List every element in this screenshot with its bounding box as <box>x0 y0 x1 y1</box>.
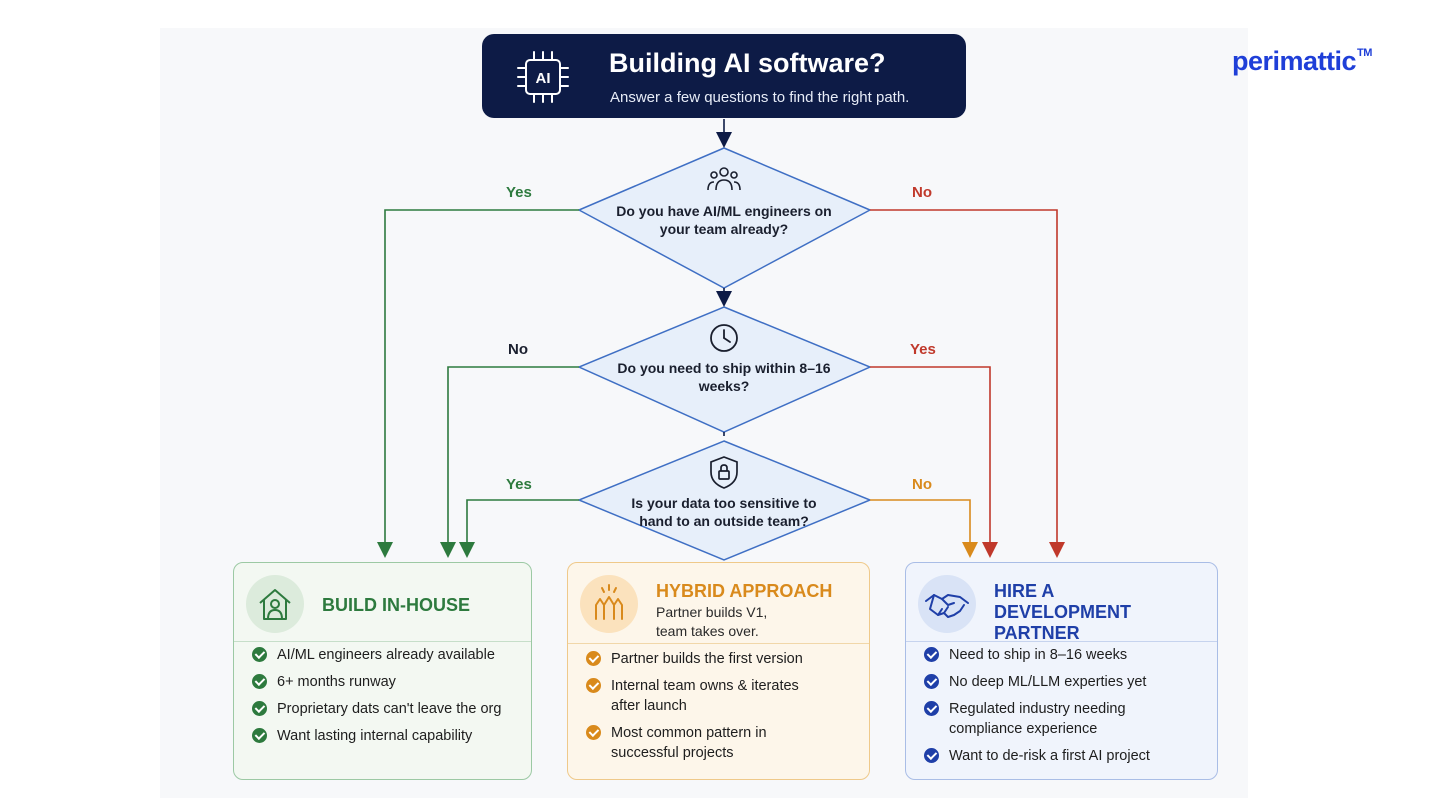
list-item: Proprietary dats can't leave the org <box>252 699 501 719</box>
check-icon <box>924 748 939 763</box>
shield-lock-icon <box>710 456 738 489</box>
check-icon <box>252 728 267 743</box>
connector-q3-yes <box>459 499 579 558</box>
hire-partner-card: HIRE A DEVELOPMENT PARTNER Need to ship … <box>905 562 1218 780</box>
hybrid-title: HYBRID APPROACH <box>656 581 833 601</box>
check-icon <box>586 678 601 693</box>
header-box: AI Building AI software? Answer a few qu… <box>482 34 966 118</box>
check-icon <box>252 674 267 689</box>
build-in-house-card: BUILD IN-HOUSE AI/ML engineers already a… <box>233 562 532 780</box>
list-item: Internal team owns & iterates after laun… <box>586 676 816 716</box>
question-1-text: Do you have AI/ML engineers on your team… <box>616 203 832 237</box>
partner-title-line2: DEVELOPMENT PARTNER <box>994 602 1132 643</box>
check-icon <box>586 725 601 740</box>
hybrid-bullets: Partner builds the first version Interna… <box>586 649 816 770</box>
clock-icon <box>710 324 738 352</box>
check-icon <box>252 647 267 662</box>
check-icon <box>252 701 267 716</box>
ai-chip-icon: AI <box>517 51 569 103</box>
check-icon <box>924 647 939 662</box>
connector-q3-no <box>870 499 978 558</box>
hybrid-subtitle-line2: team takes over. <box>656 623 759 639</box>
q2-yes-label: Yes <box>910 341 936 358</box>
brand-logo: perimatticTM <box>1232 46 1372 76</box>
list-item: Want lasting internal capability <box>252 726 501 746</box>
handshake-icon <box>925 594 969 618</box>
list-item: Need to ship in 8–16 weeks <box>924 645 1164 665</box>
team-icon <box>707 167 741 191</box>
list-item: 6+ months runway <box>252 672 501 692</box>
q1-yes-label: Yes <box>506 184 532 201</box>
check-icon <box>924 674 939 689</box>
q2-no-label: No <box>508 341 528 358</box>
question-3-text: Is your data too sensitive to hand to an… <box>631 495 817 529</box>
connector-q1-no <box>870 209 1065 558</box>
check-icon <box>586 651 601 666</box>
house-person-icon <box>259 589 291 620</box>
connector-q2-no <box>440 366 579 558</box>
list-item: Want to de-risk a first AI project <box>924 746 1164 766</box>
list-item: Regulated industry needing compliance ex… <box>924 699 1164 739</box>
question-2-text: Do you need to ship within 8–16 weeks? <box>617 360 831 394</box>
q3-no-label: No <box>912 476 932 493</box>
in-house-title: BUILD IN-HOUSE <box>322 595 470 615</box>
page-title: Building AI software? <box>609 48 886 78</box>
partner-bullets: Need to ship in 8–16 weeks No deep ML/LL… <box>924 645 1164 773</box>
list-item: No deep ML/LLM experties yet <box>924 672 1164 692</box>
svg-text:AI: AI <box>536 70 551 87</box>
q1-no-label: No <box>912 184 932 201</box>
list-item: Partner builds the first version <box>586 649 816 669</box>
list-item: AI/ML engineers already available <box>252 645 501 665</box>
hybrid-approach-card: HYBRID APPROACH Partner builds V1, team … <box>567 562 870 780</box>
page-subtitle: Answer a few questions to find the right… <box>610 89 910 106</box>
connector-q2-yes <box>870 366 998 558</box>
high-five-icon <box>595 584 623 620</box>
partner-title-line1: HIRE A <box>994 581 1055 601</box>
q3-yes-label: Yes <box>506 476 532 493</box>
decision-diamond-3 <box>577 440 872 561</box>
list-item: Most common pattern in successful projec… <box>586 723 816 763</box>
hybrid-subtitle-line1: Partner builds V1, <box>656 604 768 620</box>
check-icon <box>924 701 939 716</box>
connector-q1-yes <box>377 209 579 558</box>
in-house-bullets: AI/ML engineers already available 6+ mon… <box>252 645 501 753</box>
